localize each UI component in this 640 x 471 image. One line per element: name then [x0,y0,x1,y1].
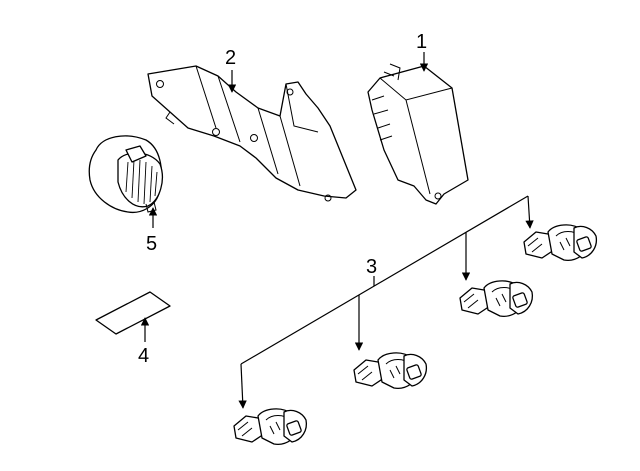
control-module [367,63,469,205]
callout-4: 4 [138,345,149,367]
label-sticker [95,291,171,335]
parking-sensor-3 [353,352,428,389]
buzzer [88,135,163,214]
callout-2: 2 [225,47,236,69]
buzzer-grille [125,159,158,205]
parking-sensor-1 [523,224,598,261]
parking-sensor-2 [459,280,534,317]
callout-5: 5 [146,233,157,255]
callout-3: 3 [366,256,377,278]
parking-sensor-4 [233,408,308,445]
wiring-harness [238,195,534,409]
callout-1: 1 [416,31,427,53]
mounting-bracket [147,65,357,202]
